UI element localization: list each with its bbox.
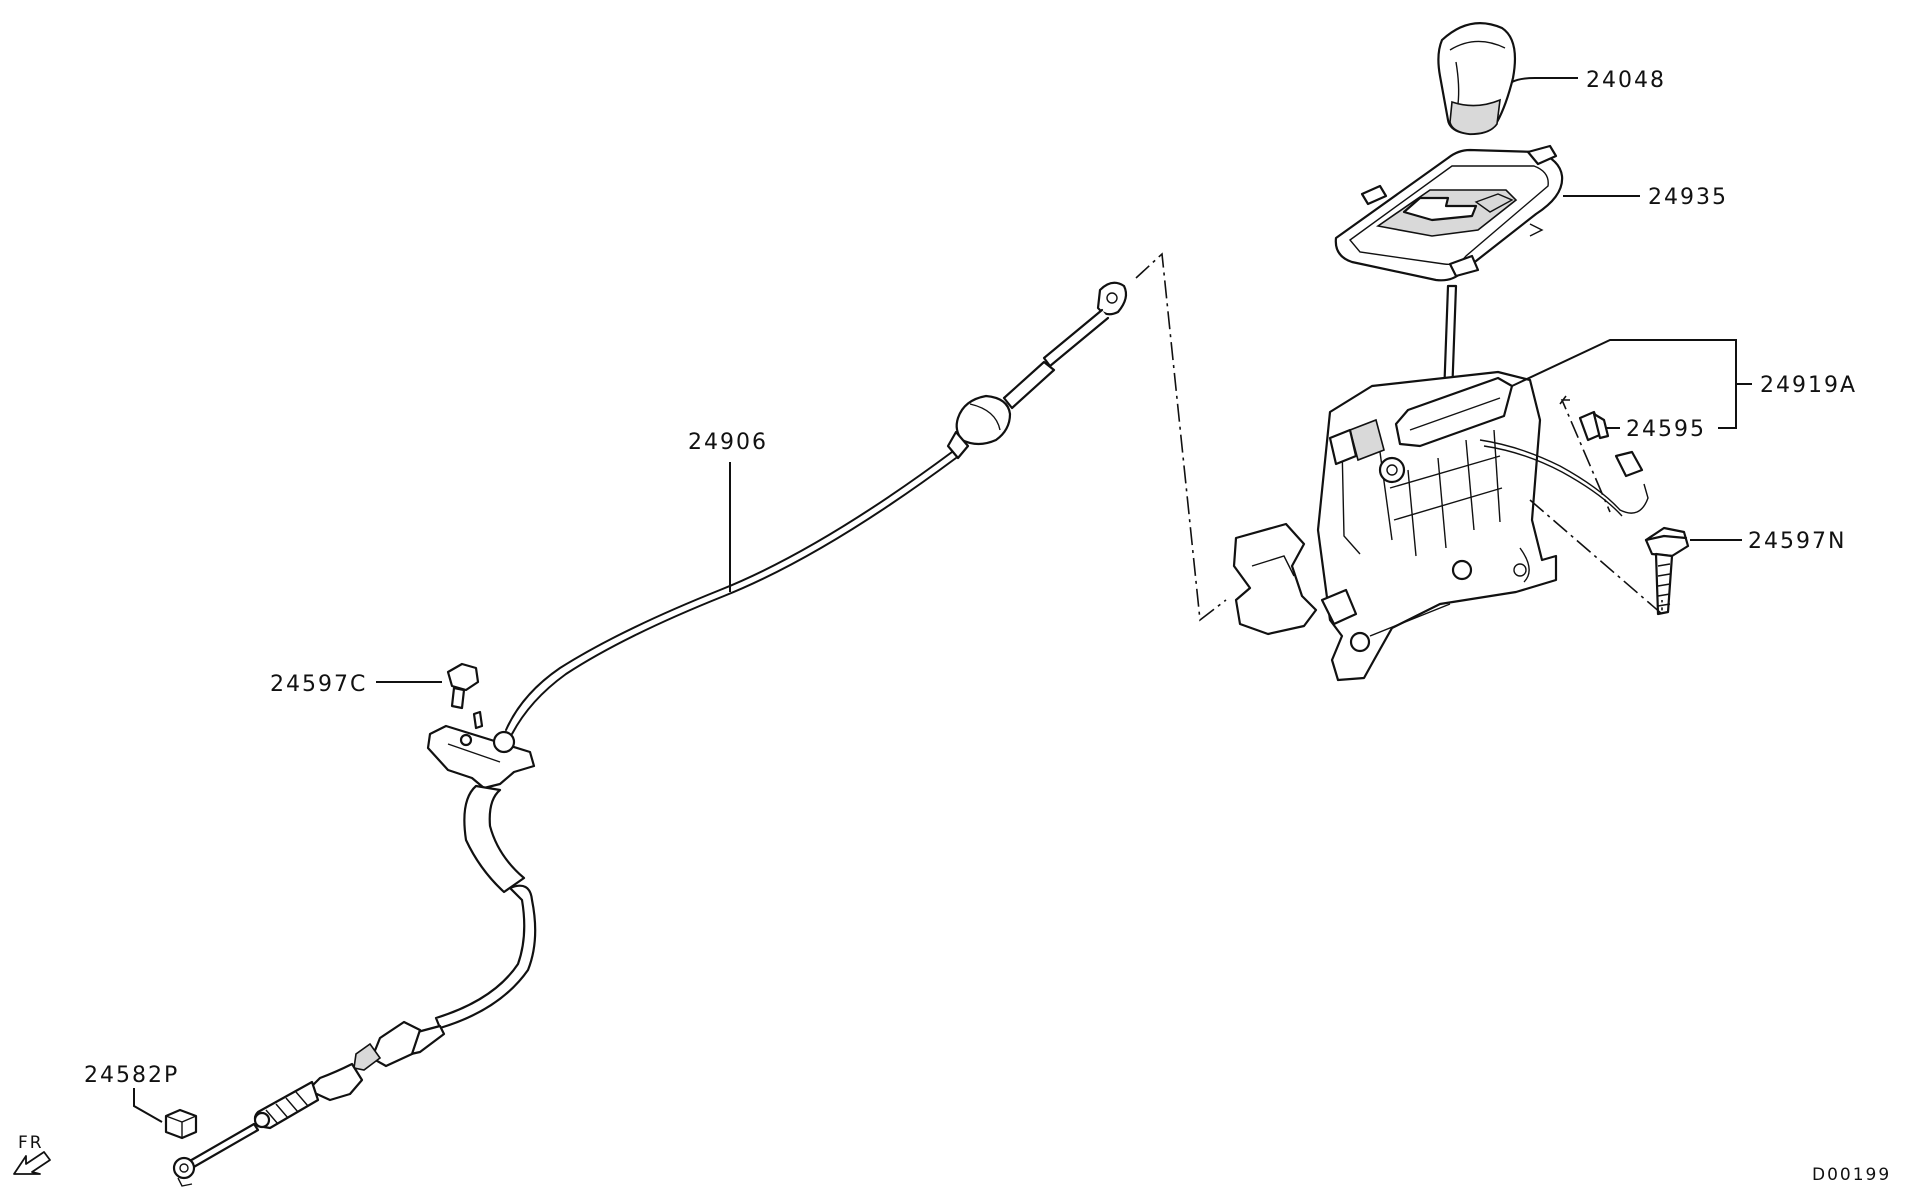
lever-bolt[interactable]	[1644, 526, 1690, 616]
part-label-24048: 24048	[1586, 68, 1666, 93]
drawing-code: D00199	[1812, 1165, 1891, 1185]
part-label-24906: 24906	[688, 430, 768, 455]
part-label-24935: 24935	[1648, 185, 1728, 210]
part-label-24595: 24595	[1626, 417, 1706, 442]
leader-24048	[1511, 77, 1578, 83]
assembly-lines	[1135, 252, 1663, 622]
connector[interactable]	[1578, 410, 1610, 442]
part-label-24582P: 24582P	[84, 1063, 179, 1088]
part-label-24919A: 24919A	[1760, 373, 1857, 398]
bracket-bolt[interactable]	[446, 662, 484, 730]
front-arrow-icon	[13, 1151, 51, 1175]
indicator-panel[interactable]	[1334, 144, 1564, 282]
shift-knob[interactable]	[1437, 22, 1517, 136]
part-label-24597N: 24597N	[1748, 529, 1846, 554]
part-label-24597C: 24597C	[270, 672, 367, 697]
leader-24919A	[1511, 339, 1752, 429]
shift-cable[interactable]	[172, 281, 1128, 1187]
front-direction-label: FR	[18, 1133, 44, 1153]
shift-lever-assembly[interactable]	[1232, 284, 1649, 682]
cable-nut[interactable]	[164, 1108, 198, 1140]
leader-24582P	[133, 1088, 163, 1123]
